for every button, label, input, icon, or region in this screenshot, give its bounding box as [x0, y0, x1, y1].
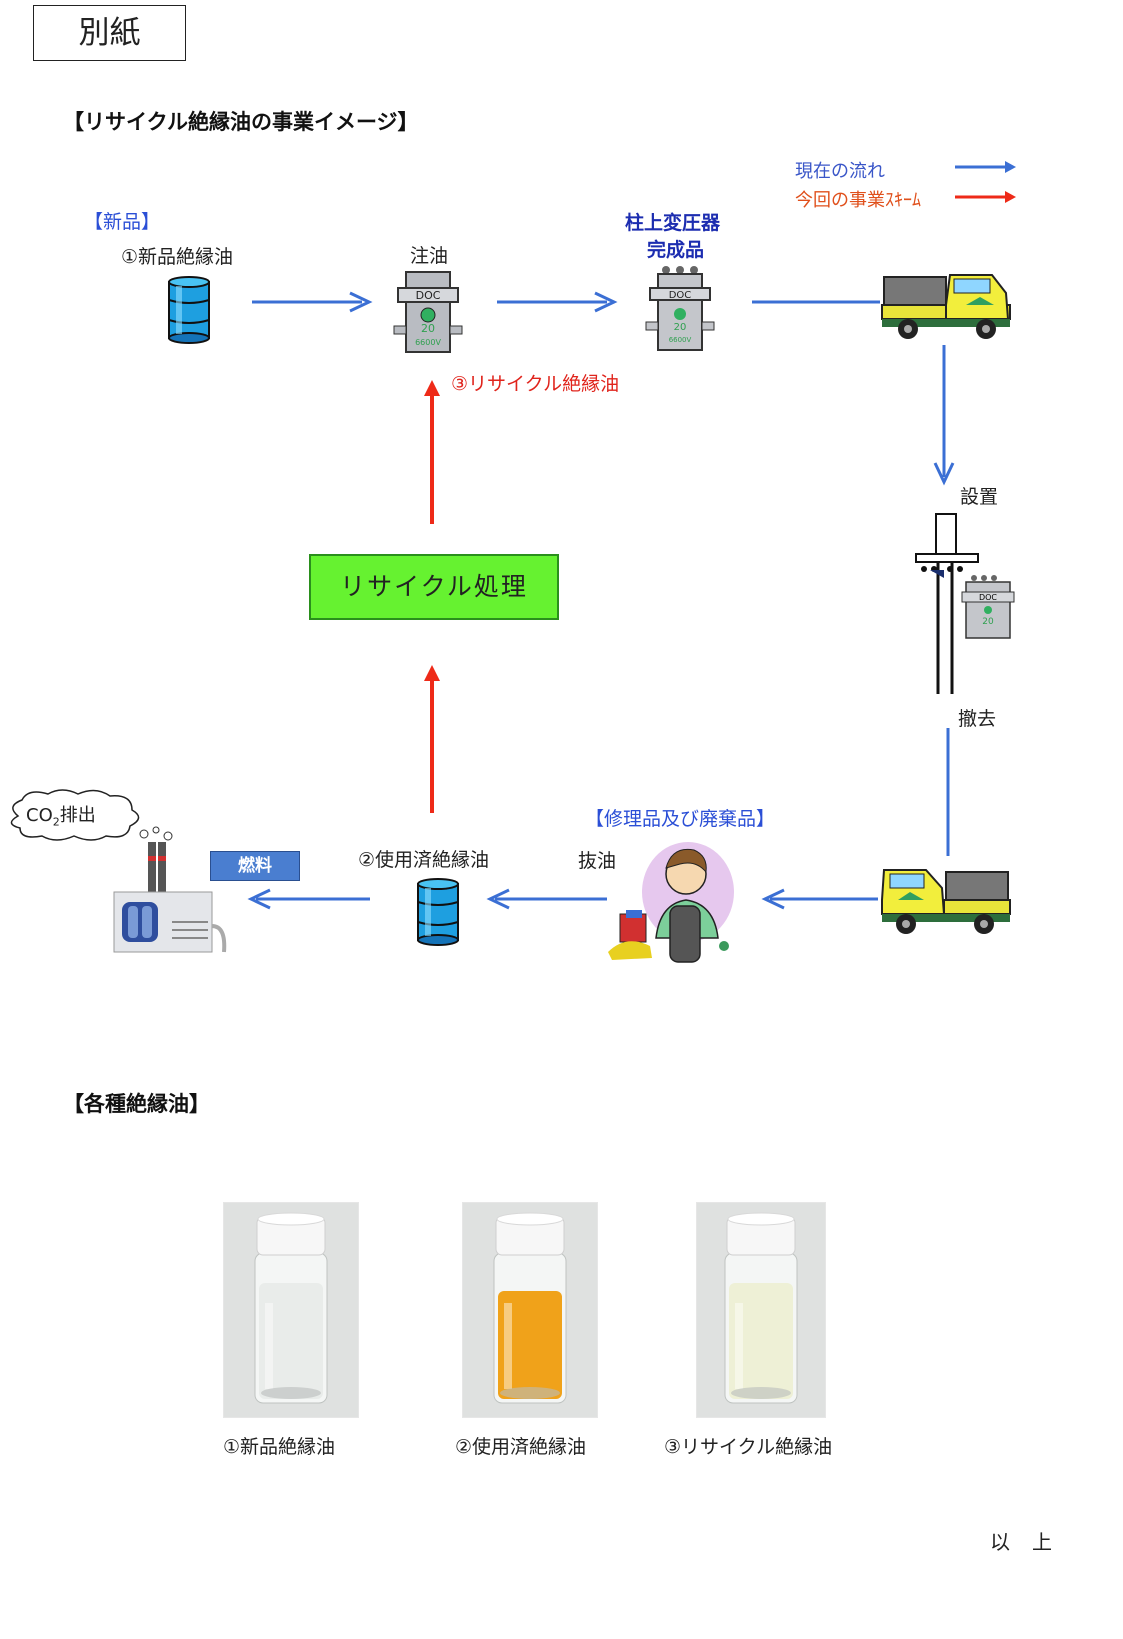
flow-line-to-truck	[752, 300, 880, 304]
install-label: 設置	[960, 486, 999, 508]
oil-sample-photo-3	[696, 1202, 826, 1418]
svg-text:6600V: 6600V	[669, 336, 692, 344]
used-oil-drum-icon	[417, 878, 459, 946]
used-oil-label: ②使用済絶縁油	[358, 849, 490, 871]
oil-sample-photo-2	[462, 1202, 598, 1418]
remove-label: 撤去	[958, 708, 997, 730]
transformer-filling-icon: DOC 20 6600V	[393, 271, 463, 353]
section-title-oil-types: 【各種絶縁油】	[63, 1092, 210, 1116]
svg-text:20: 20	[674, 322, 687, 333]
oil-sample-caption-1: ①新品絶縁油	[223, 1436, 336, 1458]
svg-text:DOC: DOC	[416, 289, 441, 302]
oil-sample-caption-2: ②使用済絶縁油	[455, 1436, 587, 1458]
recycle-arrow-lower	[424, 665, 440, 813]
svg-text:DOC: DOC	[979, 593, 997, 602]
utility-pole-icon: DOC 20	[915, 513, 1015, 694]
closing-mark: 以上	[990, 1530, 1074, 1554]
legend-red-arrow-icon	[955, 191, 1016, 203]
new-oil-label: ①新品絶縁油	[121, 246, 234, 268]
transformer-label-line2: 完成品	[647, 239, 705, 261]
new-product-tag: 【新品】	[84, 211, 161, 233]
attachment-stamp: 別紙	[33, 5, 186, 61]
oil-sample-caption-3: ③リサイクル絶縁油	[664, 1436, 833, 1458]
flow-arrow-to-fill	[252, 291, 373, 313]
oil-sample-photo-1	[223, 1202, 359, 1418]
legend-scheme-label: 今回の事業ｽｷｰﾑ	[795, 190, 921, 211]
section-title-business-image: 【リサイクル絶縁油の事業イメージ】	[63, 110, 419, 134]
flow-arrow-to-used-oil	[486, 888, 607, 910]
legend-blue-arrow-icon	[955, 161, 1016, 173]
drain-label: 抜油	[578, 850, 617, 872]
transformer-voltage: 6600V	[415, 338, 441, 347]
co2-cloud-icon	[10, 789, 140, 841]
svg-text:20: 20	[982, 617, 994, 627]
transformer-finished-icon: DOC 20 6600V	[645, 266, 715, 351]
flow-arrow-to-fuel	[247, 888, 370, 910]
legend-current-label: 現在の流れ	[795, 161, 885, 182]
delivery-truck-icon	[881, 274, 1011, 339]
fill-label: 注油	[410, 245, 449, 267]
flow-arrow-to-finished	[497, 291, 618, 313]
factory-icon	[113, 826, 227, 953]
fuel-badge: 燃料	[210, 851, 300, 881]
return-truck-icon	[881, 869, 1011, 934]
new-oil-drum-icon	[168, 276, 210, 344]
recycle-arrow-upper	[424, 380, 440, 524]
repair-scrap-tag: 【修理品及び廃棄品】	[585, 808, 776, 830]
worker-draining-icon	[608, 842, 734, 963]
transformer-label-line1: 柱上変圧器	[625, 212, 721, 234]
recycle-process-box: リサイクル処理	[309, 554, 559, 620]
co2-emission-label: CO2排出	[26, 805, 96, 829]
flow-line-to-return-truck	[946, 728, 950, 856]
transformer-rating: 20	[421, 322, 435, 335]
flow-arrow-to-install	[933, 345, 955, 486]
recycled-oil-label: ③リサイクル絶縁油	[451, 373, 620, 395]
flow-arrow-to-repair	[761, 888, 878, 910]
svg-text:DOC: DOC	[669, 290, 692, 301]
